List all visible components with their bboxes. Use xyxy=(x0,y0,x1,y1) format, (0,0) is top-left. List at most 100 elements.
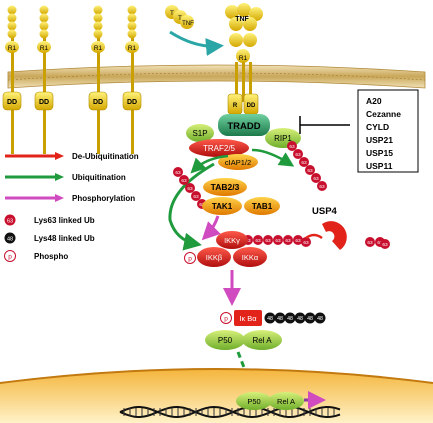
phospho-symbol: p xyxy=(8,254,12,261)
k63-ub-icon xyxy=(179,175,189,185)
legend-label: Lys63 linked Ub xyxy=(34,216,95,225)
receptor-3: R1 DD xyxy=(88,5,108,154)
receptor-label: R1 xyxy=(40,45,49,52)
death-domain-label: DD xyxy=(7,99,17,106)
ub-label: 48 xyxy=(297,316,303,322)
de-ubiquitination-arrow-icon xyxy=(55,152,64,160)
p50-protein xyxy=(205,330,245,350)
ubiquitination-arrow-icon xyxy=(55,173,64,181)
k63-ub-icon xyxy=(293,149,303,159)
ub-label: 63 xyxy=(295,238,301,244)
k48-symbol: 48 xyxy=(7,237,13,243)
ikk-gamma-protein xyxy=(216,231,248,249)
ub-label: 63 xyxy=(295,152,301,158)
rela-protein xyxy=(242,330,282,350)
k63-ub-icon xyxy=(173,167,183,177)
tab1-protein xyxy=(244,197,280,215)
death-domain-label: DD xyxy=(127,99,137,106)
ub-label: 48 xyxy=(267,316,273,322)
dna-strand xyxy=(119,405,341,419)
deubiquitinase-inhibitor-box: A20 Cezanne CYLD USP21 USP15 USP11 xyxy=(299,89,419,173)
k63-ub-icon xyxy=(273,235,283,245)
inhibitor-item: CYLD xyxy=(366,122,389,132)
k63-ub-icon xyxy=(191,191,201,201)
death-domain-label: DD xyxy=(247,103,256,109)
tab23-protein xyxy=(203,178,247,196)
inhibitor-item: A20 xyxy=(366,96,382,106)
nuclear-rela-protein xyxy=(268,392,304,410)
tnf-free-label: TNF xyxy=(182,21,194,27)
tradd-label: TRADD xyxy=(227,121,260,132)
ciap-label: cIAP1/2 xyxy=(225,158,251,167)
k63-ub-icon xyxy=(4,214,16,226)
ub-label: 48 xyxy=(277,316,283,322)
s1p-label: S1P xyxy=(192,129,207,138)
de-ubiquitination-arrow xyxy=(305,233,323,240)
ub-label: 63 xyxy=(245,238,251,244)
tnf-free-label: T xyxy=(178,16,182,22)
free-tnf-trimer: T T TNF xyxy=(165,5,194,29)
nuclear-rela-label: Rel A xyxy=(277,397,295,406)
ub-label: 63 xyxy=(181,178,187,184)
usp4-label: USP4 xyxy=(312,206,338,217)
ub-label: 48 xyxy=(317,316,323,322)
k63-ub-icon xyxy=(287,141,297,151)
ub-label: 63 xyxy=(382,242,388,248)
nucleus xyxy=(0,368,433,423)
ubiquitination-arrow xyxy=(168,162,215,251)
phospho-symbol: p xyxy=(188,256,192,263)
ub-label: 63 xyxy=(319,184,325,190)
ub-label: 63 xyxy=(307,168,313,174)
k48-ub-icon xyxy=(314,312,326,324)
tak1-protein xyxy=(202,197,242,215)
dna-helix xyxy=(119,405,341,419)
phosphorylation-arrow-icon xyxy=(55,194,64,202)
ub-label: 63 xyxy=(301,160,307,166)
tnf-bound-label: TNF xyxy=(235,16,249,23)
k63-ub-icon xyxy=(253,235,263,245)
binding-arrow xyxy=(169,30,224,57)
k63-ub-icon xyxy=(299,157,309,167)
k48-ub-icon xyxy=(4,232,16,244)
nuclear-p50-label: P50 xyxy=(247,397,260,406)
tnf-receptor-complex: TNF R1 R DD xyxy=(225,3,263,115)
k63-ub-icon xyxy=(263,235,273,245)
phospho-icon xyxy=(184,252,196,264)
k63-ub-icon xyxy=(305,165,315,175)
death-domain-label: R xyxy=(233,103,238,109)
ub-label: 63 xyxy=(175,170,181,176)
death-domain-label: DD xyxy=(39,99,49,106)
traf-label: TRAF2/5 xyxy=(203,144,236,153)
k48-ub-icon xyxy=(274,312,286,324)
ub-label: 63 xyxy=(289,144,295,150)
ikk-alpha-protein xyxy=(233,247,267,267)
ubiquitination-arrow xyxy=(190,154,229,174)
k63-ub-icon xyxy=(283,235,293,245)
ub-label: 63 xyxy=(187,186,193,192)
phospho-icon xyxy=(220,312,232,324)
k63-ub-icon xyxy=(380,239,390,249)
k63-ub-icon xyxy=(311,173,321,183)
k63-symbol: 63 xyxy=(7,219,13,225)
ub-label: 63 xyxy=(265,238,271,244)
ub-label: 48 xyxy=(287,316,293,322)
ub-label: 63 xyxy=(367,240,373,246)
tak1-label: TAK1 xyxy=(212,202,233,211)
k48-ub-icon xyxy=(304,312,316,324)
ub-label: 63 xyxy=(275,238,281,244)
ub-label: 63 xyxy=(313,176,319,182)
receptor-label: R1 xyxy=(8,45,17,52)
phospho-symbol: p xyxy=(224,316,228,323)
legend: De-Ubiquitination Ubiquitination Phospho… xyxy=(4,152,139,262)
receptor-2: R1 DD xyxy=(34,5,54,154)
usp4-pacman-icon xyxy=(322,221,347,250)
inhibitor-item: USP15 xyxy=(366,148,393,158)
k63-ub-icon xyxy=(185,183,195,193)
p50-label: P50 xyxy=(218,336,233,345)
ikk-beta-label: IKKβ xyxy=(206,253,223,262)
ubiquitination-arrow xyxy=(251,148,295,167)
rela-label: Rel A xyxy=(252,336,272,345)
